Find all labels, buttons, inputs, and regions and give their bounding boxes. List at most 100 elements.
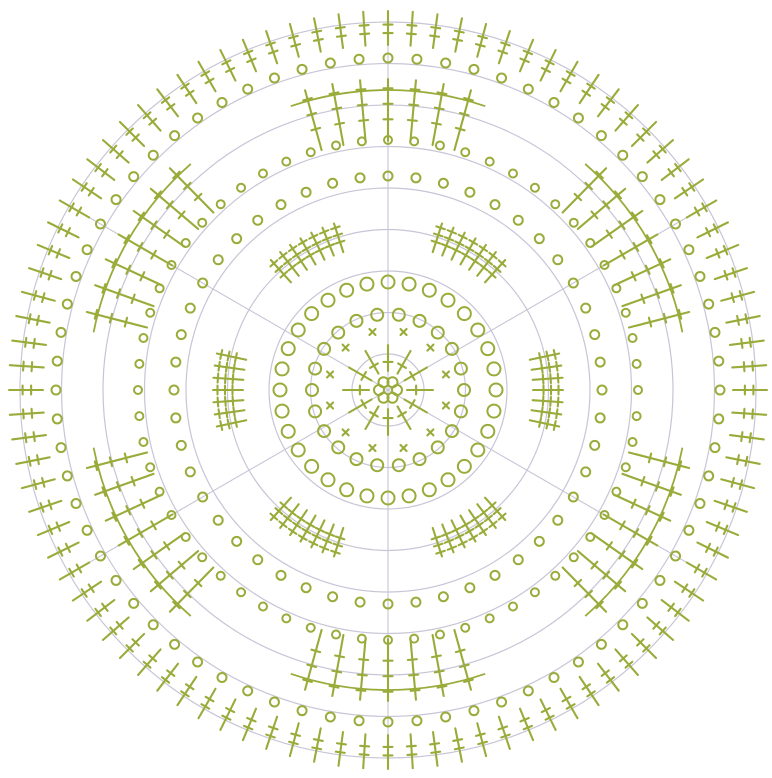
chain-stitch bbox=[553, 255, 562, 264]
double-crochet-edging bbox=[662, 159, 689, 180]
double-crochet-edging-post bbox=[732, 413, 766, 415]
double-crochet-edging bbox=[453, 728, 463, 761]
double-crochet-edging bbox=[715, 268, 747, 279]
double-crochet-edging bbox=[476, 24, 487, 57]
chain-stitch bbox=[491, 200, 500, 209]
double-crochet-edging bbox=[360, 734, 370, 768]
chain-stitch bbox=[629, 334, 637, 342]
double-crochet-edging-bar bbox=[455, 31, 464, 33]
chain-stitch bbox=[487, 405, 500, 418]
double-crochet-edging bbox=[38, 522, 69, 535]
chain-stitch bbox=[684, 245, 693, 254]
chain-stitch bbox=[218, 673, 227, 682]
chain-stitch bbox=[655, 576, 664, 585]
single-crochet-stitch-post bbox=[366, 406, 379, 429]
chain-stitch bbox=[574, 657, 583, 666]
double-crochet-edging bbox=[476, 723, 487, 756]
chain-stitch bbox=[497, 74, 506, 83]
double-crochet-fan bbox=[170, 168, 213, 212]
single-crochet-stitch bbox=[349, 400, 372, 413]
double-crochet-edging bbox=[580, 75, 599, 103]
double-crochet-edging bbox=[697, 222, 727, 237]
chain-stitch bbox=[356, 598, 365, 607]
chain-stitch bbox=[134, 386, 142, 394]
chain-stitch bbox=[332, 141, 340, 149]
double-crochet-edging-bar bbox=[34, 432, 35, 441]
double-crochet-edging-bar bbox=[291, 44, 300, 46]
chain-stitch bbox=[193, 657, 202, 666]
double-crochet-edging bbox=[732, 409, 766, 419]
chain-stitch bbox=[423, 483, 436, 496]
double-crochet-cluster bbox=[331, 224, 344, 253]
chain-stitch bbox=[232, 537, 241, 546]
double-crochet-cluster bbox=[442, 228, 456, 256]
double-crochet-edging-post bbox=[615, 649, 637, 675]
double-crochet-fan bbox=[614, 495, 670, 521]
chain-stitch bbox=[551, 200, 559, 208]
sc-cross bbox=[427, 429, 433, 435]
double-crochet-edging bbox=[520, 40, 533, 71]
chain-stitch bbox=[553, 516, 562, 525]
double-crochet-cluster-bar bbox=[543, 375, 544, 384]
chain-stitch bbox=[139, 334, 147, 342]
single-crochet-stitch-post bbox=[398, 351, 411, 374]
double-crochet-edging-bar bbox=[337, 36, 346, 37]
chain-stitch bbox=[302, 583, 311, 592]
double-crochet-edging-post bbox=[314, 728, 321, 761]
double-crochet-fan bbox=[170, 568, 213, 612]
double-crochet-edging bbox=[580, 677, 599, 705]
double-crochet-edging-bar bbox=[34, 291, 36, 300]
double-crochet-cluster-bar bbox=[226, 363, 227, 372]
double-crochet-fan bbox=[356, 80, 368, 142]
double-crochet-edging-bar bbox=[337, 743, 346, 744]
chain-stitch bbox=[590, 441, 599, 450]
chain-stitch bbox=[704, 300, 713, 309]
chain-stitch bbox=[586, 533, 594, 541]
chain-stitch bbox=[259, 169, 267, 177]
chain-stitch bbox=[550, 673, 559, 682]
chain-stitch bbox=[237, 588, 245, 596]
double-crochet-edging-post bbox=[697, 543, 727, 558]
double-crochet-fan-bar bbox=[311, 650, 320, 652]
double-crochet-edging-bar bbox=[23, 409, 24, 418]
chain-stitch bbox=[714, 357, 723, 366]
chain-stitch bbox=[298, 706, 307, 715]
double-crochet-cluster-bar bbox=[550, 397, 551, 406]
double-crochet-edging bbox=[541, 699, 556, 729]
single-crochet-stitch bbox=[384, 345, 393, 371]
double-crochet-cluster-bar bbox=[539, 353, 541, 362]
chain-stitch bbox=[524, 85, 533, 94]
double-crochet-cluster-bar bbox=[434, 234, 443, 237]
double-crochet-edging-post bbox=[730, 341, 764, 345]
double-crochet-edging bbox=[733, 386, 767, 395]
chain-stitch bbox=[72, 499, 81, 508]
single-crochet-stitch-post bbox=[398, 406, 411, 429]
double-crochet-edging-bar bbox=[34, 480, 36, 489]
double-crochet-edging-post bbox=[48, 222, 78, 237]
chain-stitch bbox=[53, 357, 62, 366]
chain-stitch bbox=[612, 284, 620, 292]
double-crochet-edging-bar bbox=[746, 457, 748, 466]
chain-stitch bbox=[112, 576, 121, 585]
double-crochet-edging-post bbox=[455, 728, 462, 761]
double-crochet-edging-bar bbox=[732, 293, 734, 302]
double-crochet-edging-post bbox=[363, 734, 365, 768]
single-crochet-stitch bbox=[404, 368, 427, 381]
chain-stitch bbox=[355, 716, 364, 725]
double-crochet-edging-bar bbox=[407, 746, 416, 747]
chain-stitch bbox=[461, 148, 469, 156]
chain-stitch bbox=[491, 571, 500, 580]
chain-stitch bbox=[112, 195, 121, 204]
double-crochet-edging-bar bbox=[29, 314, 31, 323]
double-crochet-edging-bar bbox=[750, 338, 751, 347]
single-crochet-stitch bbox=[398, 406, 411, 429]
chain-stitch bbox=[439, 179, 448, 188]
chain-stitch bbox=[509, 169, 517, 177]
chain-stitch bbox=[412, 716, 421, 725]
double-crochet-cluster-bar bbox=[225, 397, 226, 406]
double-crochet-edging bbox=[715, 500, 747, 511]
double-crochet-edging-post bbox=[12, 435, 46, 439]
double-crochet-edging-bar bbox=[740, 480, 742, 489]
chain-stitch bbox=[710, 443, 719, 452]
chain-stitch bbox=[306, 384, 318, 396]
